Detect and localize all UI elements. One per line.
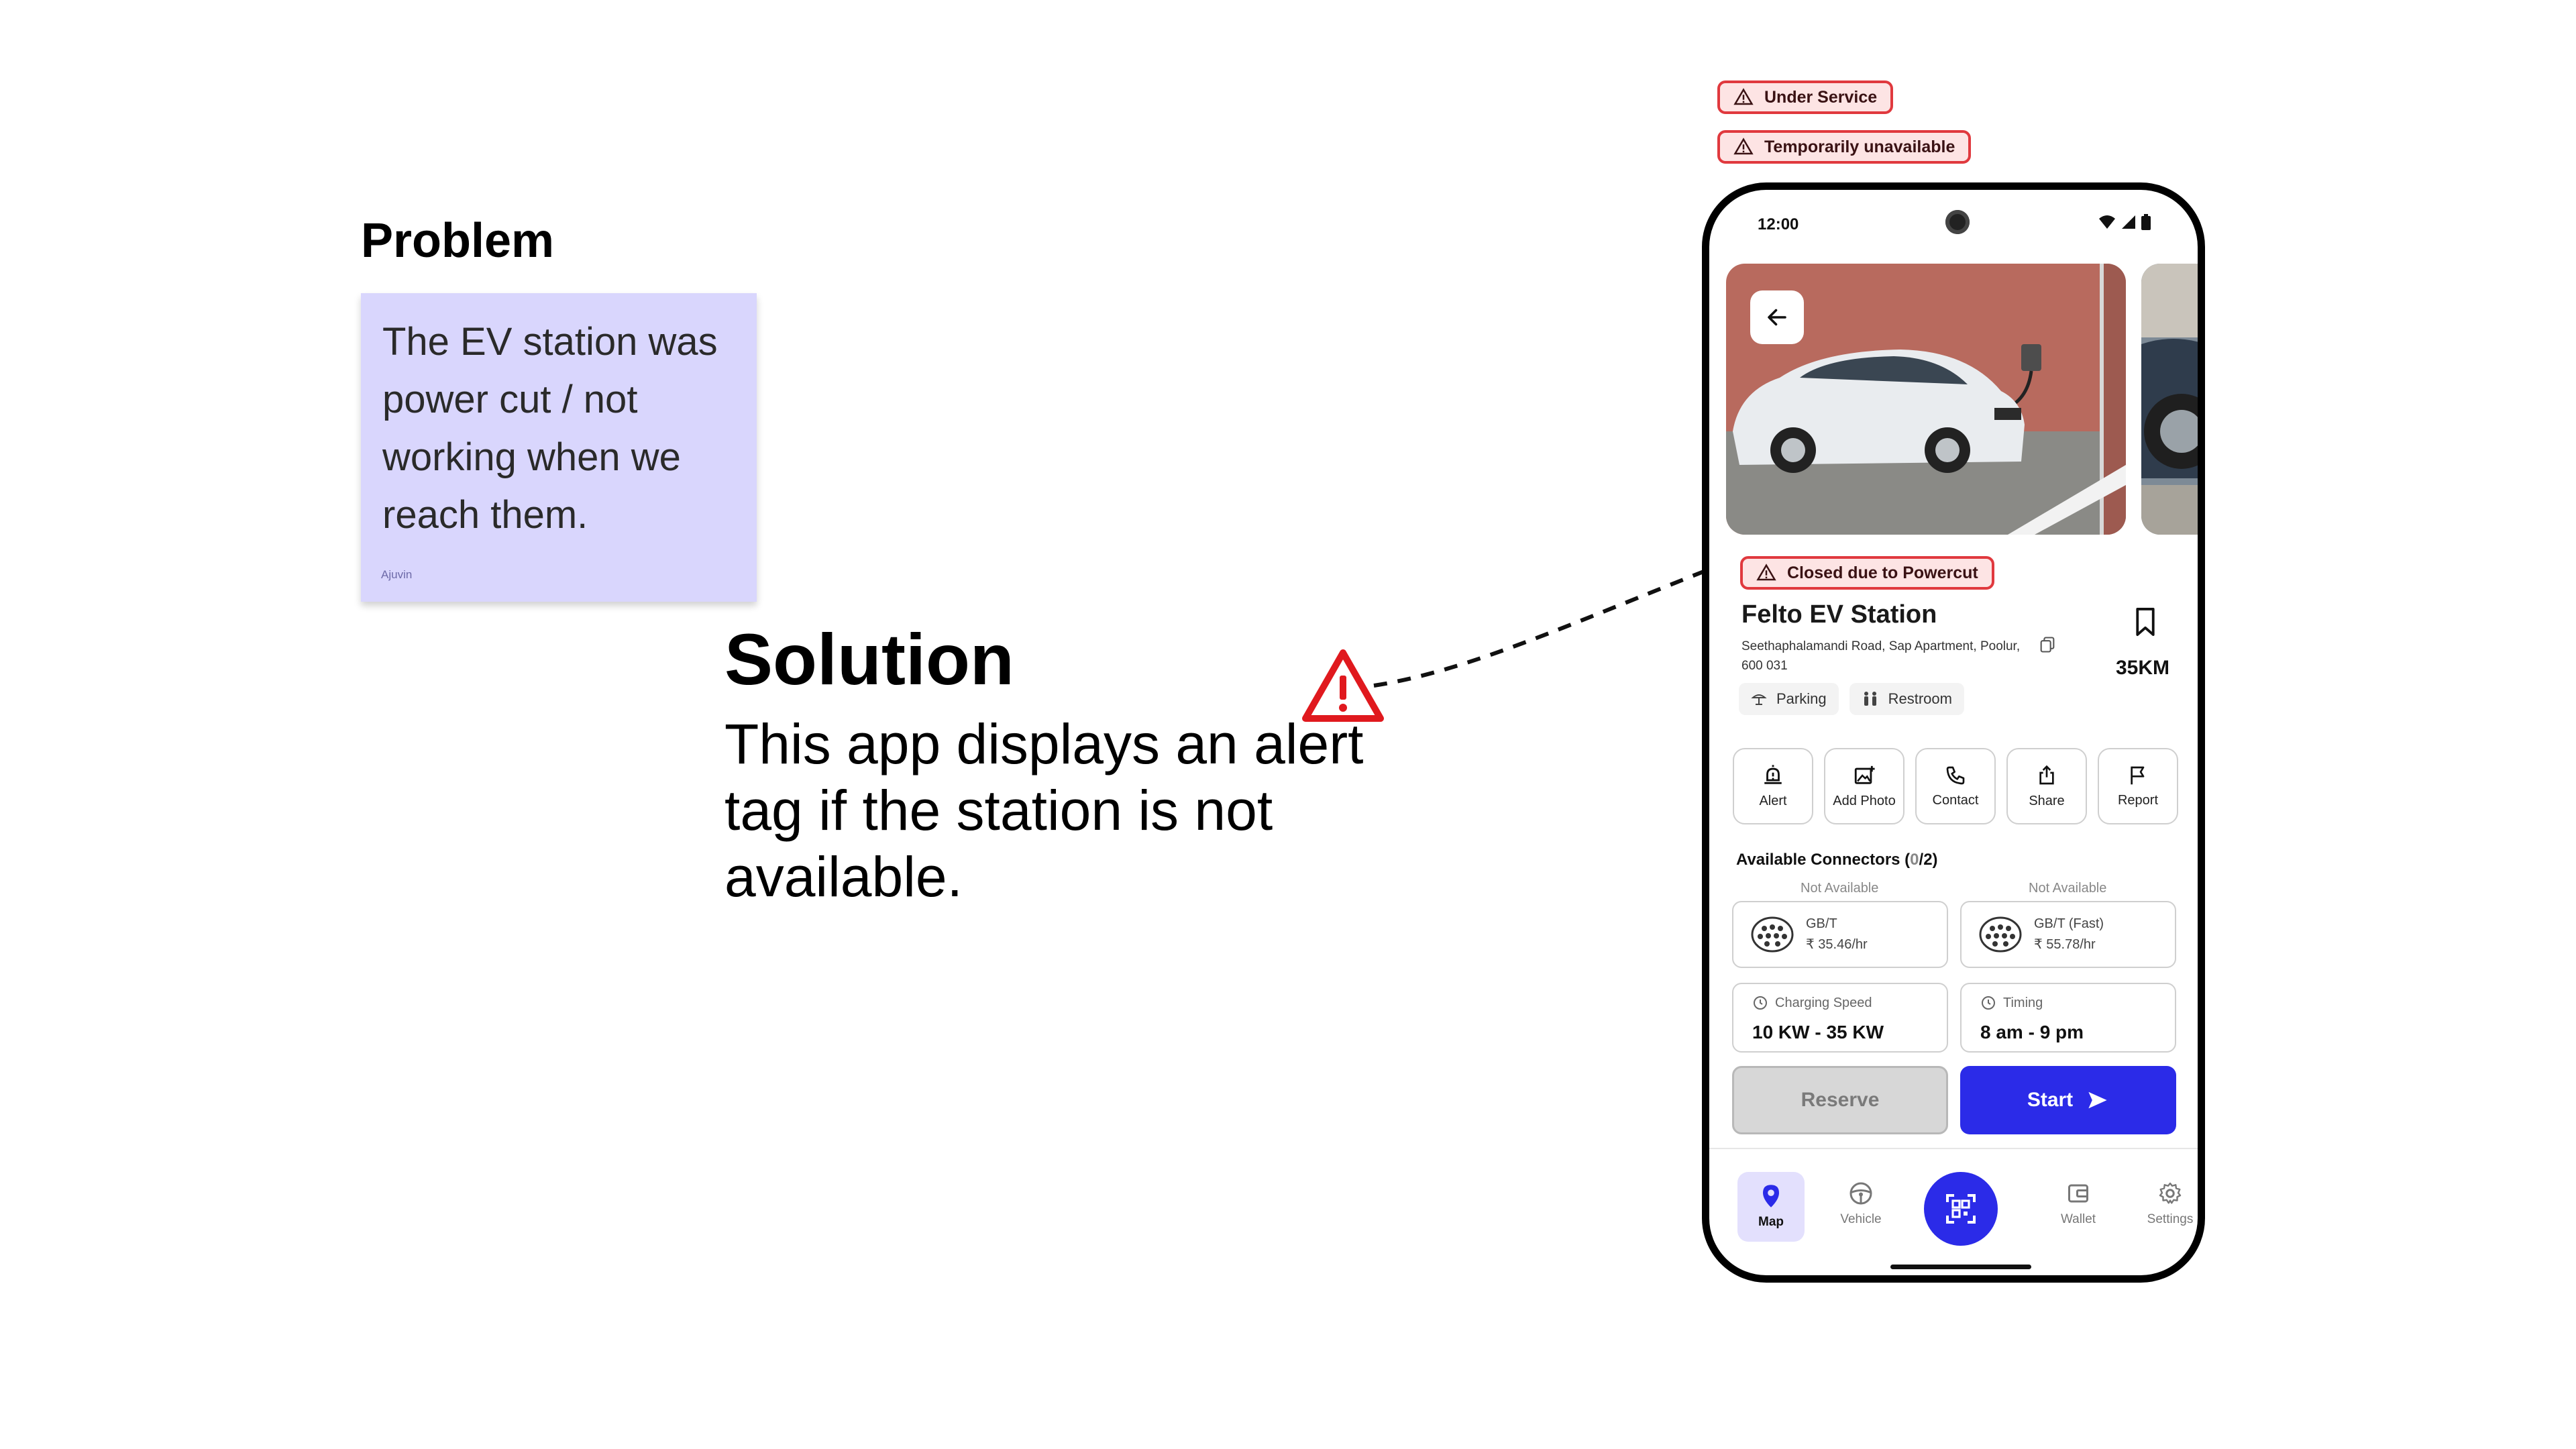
connector-status: Not Available (2029, 881, 2107, 896)
problem-note-text: The EV station was power cut / not worki… (382, 320, 718, 537)
warning-icon (1733, 88, 1754, 105)
charging-speed-card: Charging Speed 10 KW - 35 KW (1732, 983, 1948, 1053)
bottom-nav-divider (1709, 1148, 2198, 1149)
flag-icon (2131, 766, 2145, 784)
connectors-title: Available Connectors (0/2) (1736, 851, 1938, 869)
parking-icon (1751, 694, 1767, 705)
action-buttons: Alert Add Photo Contact Share Report (1733, 748, 2178, 824)
connector-card-gbt[interactable]: GB/T ₹ 35.46/hr (1732, 901, 1948, 968)
connector-plug-icon (1979, 916, 2022, 953)
steering-wheel-icon (1849, 1182, 1872, 1205)
under-service-label: Under Service (1764, 87, 1878, 107)
back-button[interactable] (1750, 290, 1804, 344)
phone-frame: 12:00 (1702, 182, 2205, 1283)
status-icons (2098, 214, 2151, 230)
add-photo-icon (1854, 765, 1875, 784)
action-label: Contact (1932, 792, 1979, 808)
home-indicator (1890, 1265, 2031, 1269)
station-address: Seethaphalamandi Road, Sap Apartment, Po… (1741, 639, 2021, 673)
connector-name: GB/T (1806, 916, 1837, 931)
qr-scan-icon (1946, 1194, 1976, 1224)
problem-heading: Problem (361, 214, 555, 268)
report-button[interactable]: Report (2098, 748, 2178, 824)
station-photo-next[interactable] (2141, 264, 2198, 535)
connectors-available-count: 0 (1910, 851, 1919, 869)
scan-qr-button[interactable] (1924, 1172, 1998, 1246)
nav-label: Settings (2147, 1212, 2194, 1226)
amenity-label: Restroom (1888, 690, 1952, 707)
timing-value: 8 am - 9 pm (1980, 1022, 2084, 1042)
action-label: Add Photo (1833, 793, 1896, 808)
wallet-icon (2068, 1184, 2088, 1203)
charging-speed-value: 10 KW - 35 KW (1752, 1022, 1884, 1042)
connector-price: ₹ 35.46/hr (1806, 937, 1868, 952)
connectors-total-count: /2) (1919, 851, 1938, 869)
map-pin-icon (1763, 1185, 1779, 1208)
phone-icon (1946, 766, 1965, 784)
share-icon (2039, 765, 2054, 784)
front-camera (1945, 210, 1970, 234)
closed-powercut-tag: Closed due to Powercut (1740, 556, 1994, 590)
connector-status: Not Available (1801, 881, 1879, 896)
station-photo[interactable] (1726, 264, 2126, 535)
wifi-icon (2099, 215, 2115, 229)
connector-plug-icon (1751, 916, 1794, 953)
amenity-chip-restroom: Restroom (1849, 683, 1964, 715)
nav-vehicle[interactable]: Vehicle (1827, 1181, 1894, 1227)
alert-bell-icon (1764, 764, 1782, 784)
arrow-left-icon (1768, 309, 1786, 326)
solution-text: This app displays an alert tag if the st… (724, 712, 1364, 908)
nav-label: Map (1758, 1215, 1784, 1229)
amenity-chip-parking: Parking (1739, 683, 1839, 715)
amenity-label: Parking (1776, 690, 1827, 707)
station-name: Felto EV Station (1741, 600, 1937, 629)
temporarily-unavailable-tag: Temporarily unavailable (1717, 130, 1972, 164)
nav-label: Vehicle (1840, 1212, 1882, 1226)
timing-label: Timing (2003, 995, 2043, 1010)
under-service-tag: Under Service (1717, 80, 1894, 114)
action-label: Share (2029, 793, 2065, 808)
copy-icon[interactable] (2038, 635, 2057, 654)
signal-icon (2122, 215, 2135, 229)
temporarily-unavailable-label: Temporarily unavailable (1764, 137, 1955, 156)
solution-heading: Solution (724, 619, 1014, 700)
contact-button[interactable]: Contact (1915, 748, 1996, 824)
connector-price: ₹ 55.78/hr (2034, 937, 2096, 952)
bookmark-icon[interactable] (2133, 607, 2157, 637)
send-arrow-icon (2088, 1091, 2107, 1109)
alert-button[interactable]: Alert (1733, 748, 1813, 824)
start-button-label: Start (2027, 1089, 2074, 1111)
battery-icon (2141, 214, 2151, 230)
gear-icon (2159, 1182, 2182, 1204)
nav-label: Wallet (2060, 1212, 2096, 1226)
charging-speed-label: Charging Speed (1775, 995, 1872, 1010)
start-button[interactable]: Start (1960, 1066, 2176, 1134)
warning-icon (1733, 138, 1754, 155)
timing-card: Timing 8 am - 9 pm (1960, 983, 2176, 1053)
amenity-chips: Parking Restroom (1739, 683, 1964, 715)
nav-settings[interactable]: Settings (2135, 1181, 2198, 1227)
closed-powercut-label: Closed due to Powercut (1787, 563, 1978, 582)
connector-arrow (1373, 553, 1733, 688)
reserve-button[interactable]: Reserve (1732, 1066, 1948, 1134)
status-time: 12:00 (1758, 215, 1799, 233)
problem-note-author: Ajuvin (381, 568, 413, 581)
clock-icon (1982, 996, 1995, 1010)
nav-map[interactable]: Map (1737, 1172, 1805, 1242)
warning-triangle-icon (1302, 649, 1384, 722)
connector-name: GB/T (Fast) (2034, 916, 2104, 931)
add-photo-button[interactable]: Add Photo (1824, 748, 1904, 824)
share-button[interactable]: Share (2006, 748, 2087, 824)
connector-card-gbt-fast[interactable]: GB/T (Fast) ₹ 55.78/hr (1960, 901, 2176, 968)
car-photo-partial (2141, 264, 2198, 535)
problem-sticky-note: The EV station was power cut / not worki… (361, 293, 757, 602)
restroom-icon (1864, 692, 1876, 706)
clock-icon (1754, 996, 1767, 1010)
action-label: Alert (1759, 793, 1787, 808)
action-label: Report (2117, 792, 2159, 808)
station-distance: 35KM (2116, 657, 2170, 679)
nav-wallet[interactable]: Wallet (2045, 1181, 2112, 1227)
warning-icon (1756, 564, 1776, 581)
connectors-title-text: Available Connectors ( (1736, 851, 1911, 869)
